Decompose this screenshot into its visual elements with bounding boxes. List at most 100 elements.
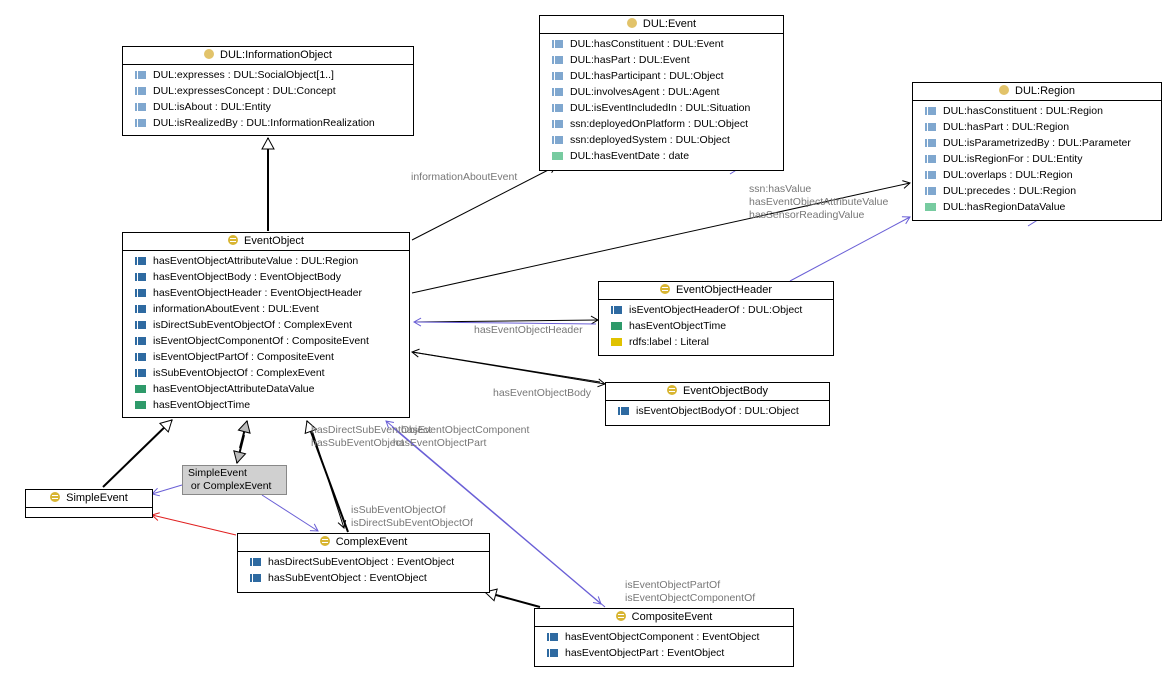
class-dul-region[interactable]: DUL:Region DUL:hasConstituent : DUL:Regi… xyxy=(912,82,1162,221)
class-information-object[interactable]: DUL:InformationObject DUL:expresses : DU… xyxy=(122,46,414,136)
local-class-icon xyxy=(660,284,670,294)
dul-class-icon xyxy=(999,85,1010,95)
property-label: DUL:hasPart : DUL:Event xyxy=(570,54,690,66)
property-row[interactable]: DUL:isRegionFor : DUL:Entity xyxy=(913,151,1161,167)
property-row[interactable]: DUL:hasRegionDataValue xyxy=(913,199,1161,215)
property-row[interactable]: hasDirectSubEventObject : EventObject xyxy=(238,554,489,570)
property-row[interactable]: DUL:hasEventDate : date xyxy=(540,148,783,164)
property-row[interactable]: hasSubEventObject : EventObject xyxy=(238,570,489,586)
class-complex-event[interactable]: ComplexEvent hasDirectSubEventObject : E… xyxy=(237,533,490,593)
class-title: EventObjectBody xyxy=(683,385,768,397)
object-property-light-icon xyxy=(135,103,146,111)
class-event-object-body[interactable]: EventObjectBody isEventObjectBodyOf : DU… xyxy=(605,382,830,426)
property-label: hasSubEventObject : EventObject xyxy=(268,572,427,584)
property-row[interactable]: DUL:isAbout : DUL:Entity xyxy=(123,99,413,115)
property-row[interactable]: hasEventObjectBody : EventObjectBody xyxy=(123,269,409,285)
edge-haseventobjectbody-back xyxy=(411,348,601,383)
property-row[interactable]: ssn:deployedSystem : DUL:Object xyxy=(540,132,783,148)
object-property-icon xyxy=(135,321,146,329)
property-label: DUL:hasEventDate : date xyxy=(570,150,690,162)
property-row[interactable]: DUL:hasConstituent : DUL:Region xyxy=(913,103,1161,119)
property-row[interactable]: isSubEventObjectOf : ComplexEvent xyxy=(123,365,409,381)
class-simple-event[interactable]: SimpleEvent xyxy=(25,489,153,518)
property-label: DUL:involvesAgent : DUL:Agent xyxy=(570,86,720,98)
property-row[interactable]: DUL:involvesAgent : DUL:Agent xyxy=(540,84,783,100)
annotation-property-icon xyxy=(611,338,622,346)
property-label: isDirectSubEventObjectOf : ComplexEvent xyxy=(153,319,352,331)
object-property-light-icon xyxy=(552,72,563,80)
property-label: DUL:hasConstituent : DUL:Event xyxy=(570,38,724,50)
edge-label-has-event-object-component: hasEventObjectComponent xyxy=(401,424,530,436)
edge-label-information-about-event: informationAboutEvent xyxy=(411,171,518,183)
property-label: informationAboutEvent : DUL:Event xyxy=(153,303,319,315)
edge-label-has-event-object-part: hasEventObjectPart xyxy=(393,437,487,449)
edge-label-ssn-has-value: ssn:hasValue xyxy=(749,183,812,195)
class-dul-event[interactable]: DUL:Event DUL:hasConstituent : DUL:Event… xyxy=(539,15,784,171)
class-title: DUL:Region xyxy=(1015,85,1075,97)
class-composite-event[interactable]: CompositeEvent hasEventObjectComponent :… xyxy=(534,608,794,667)
object-property-light-icon xyxy=(552,40,563,48)
class-event-object-header[interactable]: EventObjectHeader isEventObjectHeaderOf … xyxy=(598,281,834,356)
property-row[interactable]: informationAboutEvent : DUL:Event xyxy=(123,301,409,317)
property-row[interactable]: hasEventObjectAttributeDataValue xyxy=(123,381,409,397)
property-row[interactable]: ssn:deployedOnPlatform : DUL:Object xyxy=(540,116,783,132)
property-row[interactable]: DUL:isRealizedBy : DUL:InformationRealiz… xyxy=(123,115,413,131)
property-label: isEventObjectHeaderOf : DUL:Object xyxy=(629,304,803,316)
object-property-icon xyxy=(135,305,146,313)
property-row[interactable]: DUL:hasPart : DUL:Event xyxy=(540,52,783,68)
edge-haseventobjectheader-back xyxy=(412,317,597,327)
property-row[interactable]: DUL:expressesConcept : DUL:Concept xyxy=(123,83,413,99)
union-note[interactable]: SimpleEvent or ComplexEvent xyxy=(182,465,287,495)
property-row[interactable]: rdfs:label : Literal xyxy=(599,334,833,350)
edge-label-has-sub-event-object: hasSubEventObject xyxy=(311,437,404,449)
property-row[interactable]: DUL:hasConstituent : DUL:Event xyxy=(540,36,783,52)
property-label: DUL:isRealizedBy : DUL:InformationRealiz… xyxy=(153,117,375,129)
data-property-light-icon xyxy=(925,203,936,211)
class-event-object[interactable]: EventObject hasEventObjectAttributeValue… xyxy=(122,232,410,418)
object-property-icon xyxy=(135,369,146,377)
property-row[interactable]: DUL:isParametrizedBy : DUL:Parameter xyxy=(913,135,1161,151)
object-property-icon xyxy=(135,257,146,265)
object-property-light-icon xyxy=(552,120,563,128)
property-row[interactable]: hasEventObjectComponent : EventObject xyxy=(535,629,793,645)
edge-header-dulregion xyxy=(789,216,911,282)
edge-eventobject-dulregion xyxy=(411,180,911,294)
property-row[interactable]: hasEventObjectAttributeValue : DUL:Regio… xyxy=(123,253,409,269)
property-row[interactable]: hasEventObjectHeader : EventObjectHeader xyxy=(123,285,409,301)
property-label: isEventObjectBodyOf : DUL:Object xyxy=(636,405,799,417)
edge-eventobject-to-complexevent xyxy=(311,429,347,529)
edge-label-is-event-object-part-of: isEventObjectPartOf xyxy=(625,579,721,591)
edge-label-is-direct-sub-event-object-of: isDirectSubEventObjectOf xyxy=(351,517,473,529)
class-title: DUL:InformationObject xyxy=(220,49,332,61)
property-row[interactable]: hasEventObjectPart : EventObject xyxy=(535,645,793,661)
property-row[interactable]: DUL:hasParticipant : DUL:Object xyxy=(540,68,783,84)
property-label: hasEventObjectBody : EventObjectBody xyxy=(153,271,341,283)
property-row[interactable]: DUL:isEventIncludedIn : DUL:Situation xyxy=(540,100,783,116)
object-property-icon xyxy=(611,306,622,314)
object-property-icon xyxy=(250,574,261,582)
edge-simpleevent-subclassof-eventobject xyxy=(102,419,173,488)
object-property-icon xyxy=(135,273,146,281)
property-row[interactable]: isDirectSubEventObjectOf : ComplexEvent xyxy=(123,317,409,333)
property-row[interactable]: hasEventObjectTime xyxy=(599,318,833,334)
property-row[interactable]: DUL:overlaps : DUL:Region xyxy=(913,167,1161,183)
property-row[interactable]: hasEventObjectTime xyxy=(123,397,409,413)
dul-class-icon xyxy=(204,49,215,59)
property-label: hasEventObjectTime xyxy=(153,399,251,411)
property-row[interactable]: isEventObjectComponentOf : CompositeEven… xyxy=(123,333,409,349)
edge-union-from-note xyxy=(233,434,247,465)
property-row[interactable]: DUL:precedes : DUL:Region xyxy=(913,183,1161,199)
property-row[interactable]: isEventObjectBodyOf : DUL:Object xyxy=(606,403,829,419)
property-row[interactable]: isEventObjectPartOf : CompositeEvent xyxy=(123,349,409,365)
local-class-icon xyxy=(319,536,330,546)
property-label: DUL:isParametrizedBy : DUL:Parameter xyxy=(943,137,1131,149)
property-label: DUL:overlaps : DUL:Region xyxy=(943,169,1073,181)
object-property-icon xyxy=(547,633,558,641)
property-label: DUL:expresses : DUL:SocialObject[1..] xyxy=(153,69,334,81)
property-row[interactable]: DUL:hasPart : DUL:Region xyxy=(913,119,1161,135)
property-row[interactable]: isEventObjectHeaderOf : DUL:Object xyxy=(599,302,833,318)
property-label: hasDirectSubEventObject : EventObject xyxy=(268,556,455,568)
property-row[interactable]: DUL:expresses : DUL:SocialObject[1..] xyxy=(123,67,413,83)
edge-label-is-event-object-component-of: isEventObjectComponentOf xyxy=(625,592,756,604)
